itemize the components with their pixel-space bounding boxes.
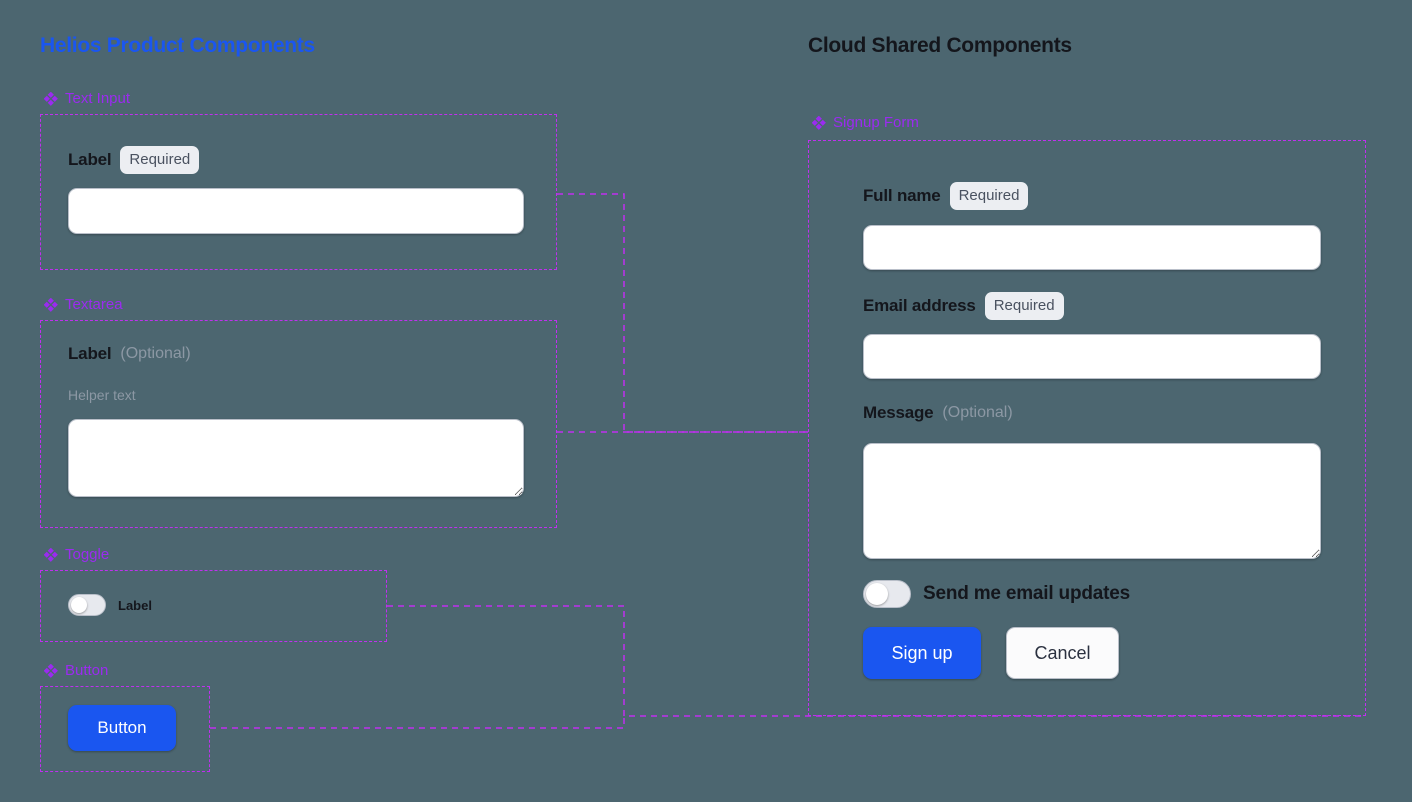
email-required-badge: Required xyxy=(984,292,1064,320)
component-box-toggle xyxy=(40,570,387,642)
components-diamond-icon xyxy=(44,547,58,562)
section-label-text-input: Text Input xyxy=(44,90,130,107)
message-label-row: Message (Optional) xyxy=(863,403,1013,423)
textarea-helper-text: Helper text xyxy=(68,387,136,403)
section-label-text: Signup Form xyxy=(833,114,919,131)
section-label-text: Text Input xyxy=(65,90,131,107)
sign-up-button[interactable]: Sign up xyxy=(863,627,981,679)
email-label: Email address xyxy=(863,296,976,315)
component-box-button xyxy=(40,686,210,772)
message-optional-text: (Optional) xyxy=(942,404,1013,421)
message-textarea[interactable] xyxy=(863,443,1321,559)
textarea-label-row: Label (Optional) xyxy=(68,344,191,364)
components-diamond-icon xyxy=(812,115,826,130)
text-input-field[interactable] xyxy=(68,188,524,234)
section-label-toggle: Toggle xyxy=(44,546,109,563)
left-column-title: Helios Product Components xyxy=(40,34,315,57)
components-diamond-icon xyxy=(44,297,58,312)
text-input-label: Label xyxy=(68,150,112,169)
component-box-textarea xyxy=(40,320,557,528)
email-updates-switch[interactable] xyxy=(863,580,911,608)
toggle-knob xyxy=(71,597,87,613)
section-label-button: Button xyxy=(44,662,108,679)
right-column-title: Cloud Shared Components xyxy=(808,34,1072,57)
cancel-button[interactable]: Cancel xyxy=(1006,627,1119,679)
textarea-label: Label xyxy=(68,344,112,363)
component-box-text-input xyxy=(40,114,557,270)
full-name-required-badge: Required xyxy=(949,182,1029,210)
textarea-field[interactable] xyxy=(68,419,524,497)
section-label-text: Toggle xyxy=(65,546,110,563)
text-input-required-badge: Required xyxy=(120,146,200,174)
toggle-switch[interactable] xyxy=(68,594,106,616)
toggle-demo-row[interactable]: Label xyxy=(68,594,152,616)
section-label-text: Textarea xyxy=(65,296,123,313)
text-input-label-row: Label Required xyxy=(68,146,200,174)
section-label-text: Button xyxy=(65,662,109,679)
textarea-optional-text: (Optional) xyxy=(120,345,191,362)
full-name-input[interactable] xyxy=(863,225,1321,270)
email-updates-knob xyxy=(866,583,888,605)
components-diamond-icon xyxy=(44,663,58,678)
email-updates-label: Send me email updates xyxy=(923,583,1130,604)
email-updates-toggle-row[interactable]: Send me email updates xyxy=(863,580,1130,608)
connector-button xyxy=(210,716,625,729)
full-name-label-row: Full name Required xyxy=(863,182,1029,210)
components-diamond-icon xyxy=(44,91,58,106)
message-label: Message xyxy=(863,403,934,422)
toggle-label: Label xyxy=(118,597,152,613)
demo-button[interactable]: Button xyxy=(68,705,176,751)
full-name-label: Full name xyxy=(863,186,941,205)
section-label-signup-form: Signup Form xyxy=(812,114,919,131)
section-label-textarea: Textarea xyxy=(44,296,123,313)
email-input[interactable] xyxy=(863,334,1321,379)
email-label-row: Email address Required xyxy=(863,292,1064,320)
connector-text-input xyxy=(557,193,808,433)
